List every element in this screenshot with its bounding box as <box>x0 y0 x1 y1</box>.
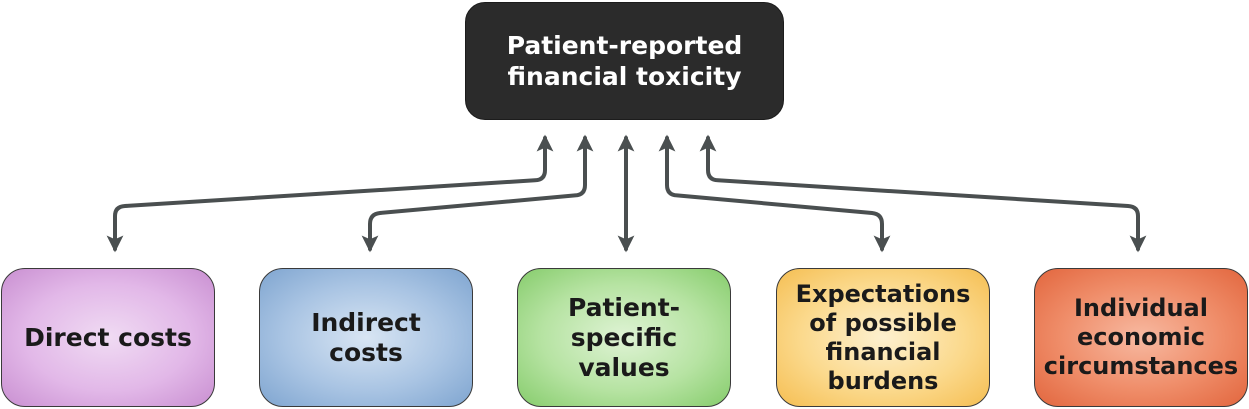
arrow-direct-costs <box>106 134 554 253</box>
indirect-costs-box: Indirect costs <box>259 268 473 407</box>
direct-costs-box: Direct costs <box>1 268 215 407</box>
expectations-financial-burdens-label: Expectations of possible financial burde… <box>795 279 971 395</box>
arrow-economic-circumstances <box>699 134 1147 253</box>
patient-specific-values-label: Patient-specific values <box>567 292 681 382</box>
arrow-expectations <box>658 134 891 253</box>
financial-toxicity-label: Patient-reported financial toxicity <box>506 31 743 91</box>
patient-specific-values-box: Patient-specific values <box>517 268 731 407</box>
indirect-costs-label: Indirect costs <box>311 307 421 367</box>
arrow-indirect-costs <box>361 134 594 253</box>
direct-costs-label: Direct costs <box>24 322 192 352</box>
financial-toxicity-box: Patient-reported financial toxicity <box>465 2 784 120</box>
individual-economic-circumstances-box: Individual economic circumstances <box>1034 268 1248 407</box>
expectations-financial-burdens-box: Expectations of possible financial burde… <box>776 268 990 407</box>
individual-economic-circumstances-label: Individual economic circumstances <box>1043 294 1239 380</box>
